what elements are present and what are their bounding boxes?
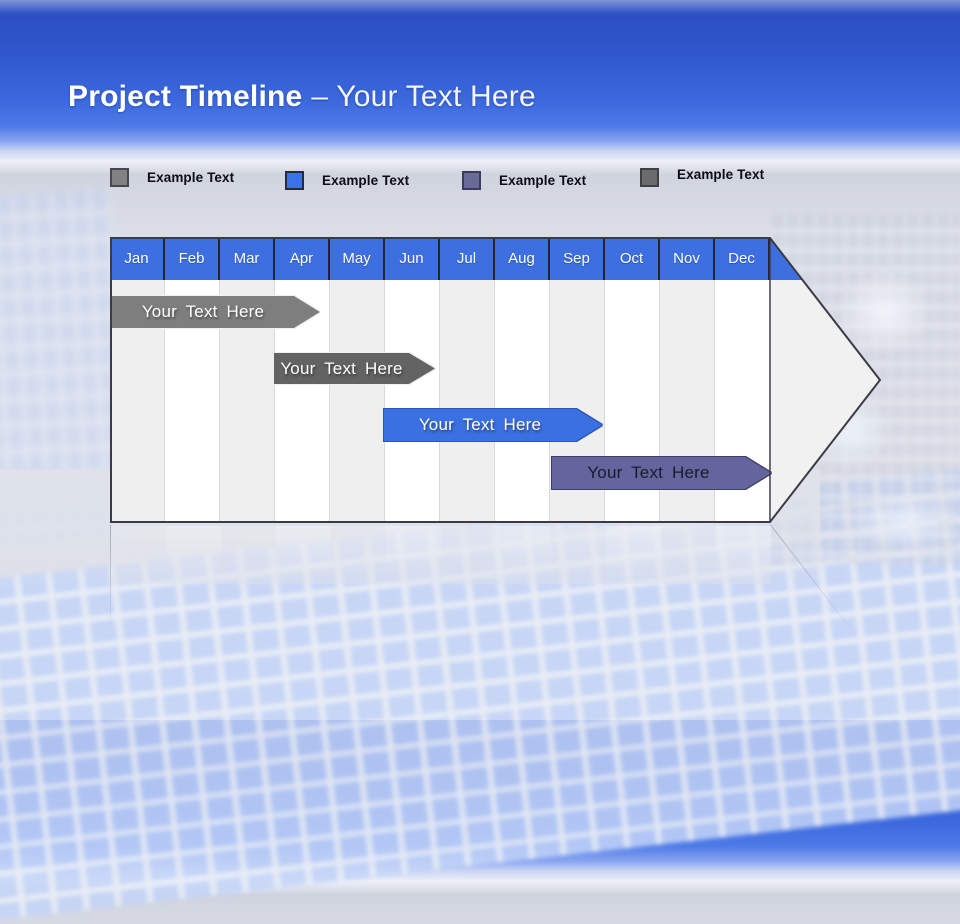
month-cell-jan: Jan [110,237,165,280]
legend-swatch-3 [462,171,481,190]
table-reflection [111,526,771,584]
month-cell-apr: Apr [275,237,330,280]
timeline-bar-label: Your Text Here [418,415,542,434]
timeline-bar-shape: Your Text Here [552,457,771,489]
legend-swatch-1 [110,168,129,187]
month-cell-may: May [330,237,385,280]
slide-title[interactable]: Project Timeline– Your Text Here [68,80,536,114]
reflection-line-left [110,525,111,635]
month-cell-oct: Oct [605,237,660,280]
legend-swatch-2 [285,171,304,190]
month-cell-jun: Jun [385,237,440,280]
timeline-bar-1[interactable]: Your Text Here [112,296,320,328]
legend-item-3[interactable]: Example Text [462,171,586,190]
month-cell-aug: Aug [495,237,550,280]
month-cell-nov: Nov [660,237,715,280]
timeline-bar-3[interactable]: Your Text Here [384,409,602,441]
timeline-bar-label: Your Text Here [141,302,265,321]
slide-title-main: Project Timeline [68,80,303,114]
legend-item-2[interactable]: Example Text [285,171,409,190]
legend-label: Example Text [677,167,765,182]
legend-label: Example Text [499,173,587,188]
timeline-bar-shape: Your Text Here [384,409,602,441]
legend-item-4[interactable]: Example Text [640,167,765,187]
timeline-bar-shape: Your Text Here [112,296,320,328]
timeline-bar-label: Your Text Here [587,463,710,482]
timeline-bar-4[interactable]: Your Text Here [552,457,771,489]
month-cell-mar: Mar [220,237,275,280]
legend-item-1[interactable]: Example Text [110,168,234,187]
month-cell-jul: Jul [440,237,495,280]
reflection-line-arrow [770,524,863,644]
top-glow [0,0,960,14]
legend-label: Example Text [147,170,235,185]
month-cell-sep: Sep [550,237,605,280]
month-cell-dec: Dec [715,237,770,280]
month-cell-feb: Feb [165,237,220,280]
timeline-bar-label: Your Text Here [280,358,403,378]
legend-label: Example Text [322,173,410,188]
timeline-bar-2[interactable]: Your Text Here [274,353,435,384]
slide-title-suffix: – Your Text Here [311,80,536,114]
legend-swatch-4 [640,168,659,187]
timeline-bar-shape: Your Text Here [274,353,435,384]
mosaic-background-left [0,188,127,541]
